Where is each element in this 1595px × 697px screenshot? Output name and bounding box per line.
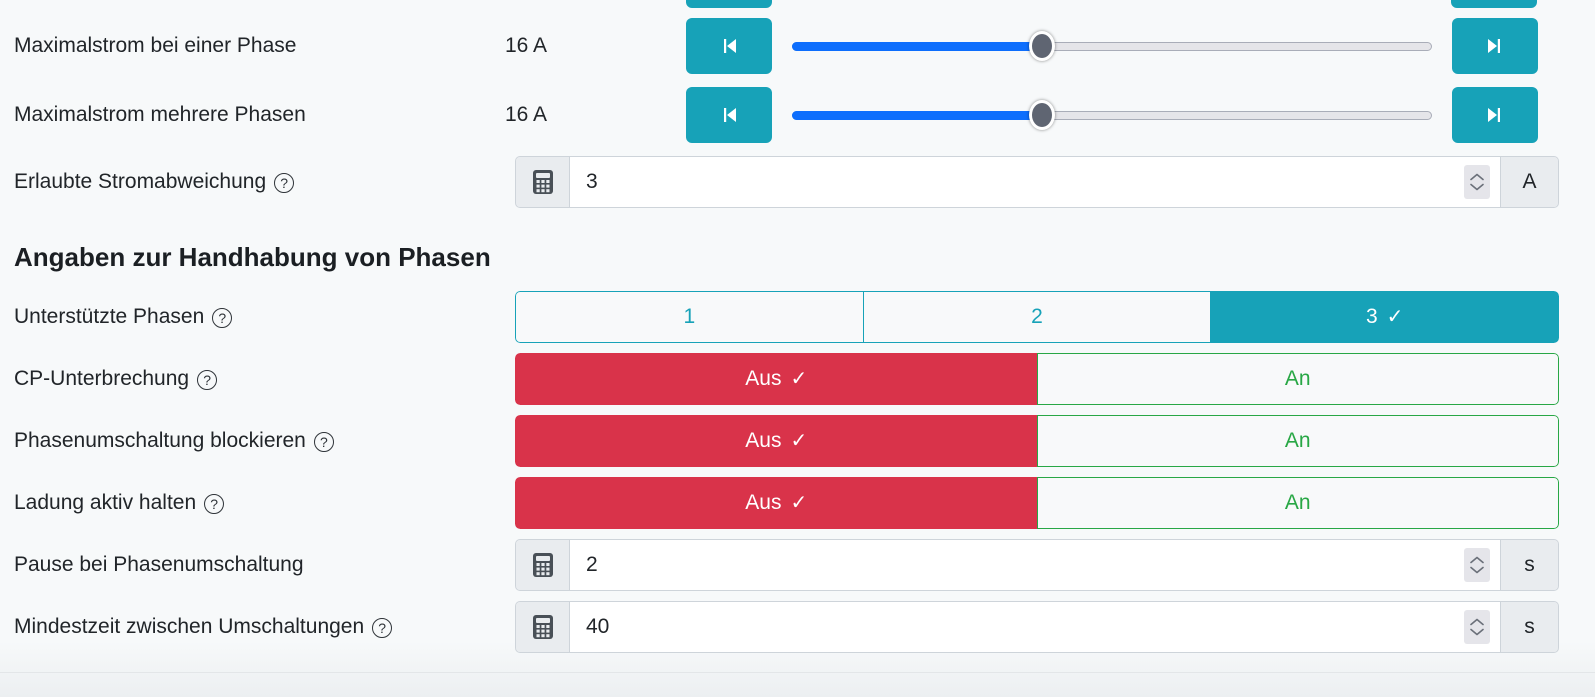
value-max-current-multi-phase: 16 A — [505, 103, 548, 126]
help-icon[interactable]: ? — [274, 173, 295, 193]
min-time-between-switches-input[interactable] — [586, 615, 1464, 639]
label-text: Pause bei Phasenumschaltung — [14, 553, 304, 577]
block-phase-switching-button-group: Aus ✓ An — [515, 415, 1559, 467]
previous-row-max-button[interactable] — [1451, 0, 1537, 8]
phase-switch-pause-input-group: s — [515, 539, 1559, 591]
check-icon: ✓ — [1386, 306, 1404, 328]
calculator-icon — [516, 540, 570, 590]
label-max-current-multi-phase: Maximalstrom mehrere Phasen — [0, 102, 500, 127]
skip-to-end-icon — [1483, 34, 1507, 58]
option-label: An — [1284, 429, 1311, 452]
allowed-current-deviation-unit: A — [1500, 157, 1558, 207]
calculator-icon — [516, 157, 570, 207]
check-icon: ✓ — [790, 430, 808, 452]
previous-row-min-button[interactable] — [686, 0, 772, 8]
slider-track[interactable] — [792, 31, 1432, 61]
label-cp-interruption: CP-Unterbrechung ? — [0, 366, 500, 391]
row-max-current-multi-phase: Maximalstrom mehrere Phasen 16 A — [0, 87, 1595, 143]
label-min-time-between-switches: Mindestzeit zwischen Umschaltungen ? — [0, 614, 500, 639]
max-current-single-phase-min-button[interactable] — [686, 18, 772, 74]
phase-switch-pause-field[interactable] — [570, 540, 1500, 590]
label-supported-phases: Unterstützte Phasen ? — [0, 304, 500, 329]
label-text: Maximalstrom bei einer Phase — [14, 34, 297, 58]
slider-track[interactable] — [792, 100, 1432, 130]
option-label: 1 — [683, 305, 696, 328]
allowed-current-deviation-input[interactable] — [586, 170, 1464, 194]
cp-interruption-option-off[interactable]: Aus ✓ — [515, 353, 1037, 405]
help-icon[interactable]: ? — [212, 308, 233, 328]
block-phase-switching-option-off[interactable]: Aus ✓ — [515, 415, 1037, 467]
max-current-single-phase-slider[interactable] — [792, 18, 1432, 74]
row-cp-interruption: CP-Unterbrechung ? Aus ✓ An — [0, 353, 1595, 405]
supported-phases-button-group: 1 2 3 ✓ — [515, 291, 1559, 343]
max-current-multi-phase-slider[interactable] — [792, 87, 1432, 143]
label-text: Maximalstrom mehrere Phasen — [14, 103, 306, 127]
max-current-multi-phase-max-button[interactable] — [1452, 87, 1538, 143]
row-phase-switch-pause: Pause bei Phasenumschaltung — [0, 539, 1595, 591]
skip-to-end-icon — [1483, 103, 1507, 127]
row-supported-phases: Unterstützte Phasen ? 1 2 3 ✓ — [0, 291, 1595, 343]
phase-switch-pause-stepper[interactable] — [1464, 548, 1490, 582]
calculator-icon — [516, 602, 570, 652]
slider-thumb[interactable] — [1028, 31, 1055, 61]
slider-fill — [792, 110, 1041, 120]
help-icon[interactable]: ? — [204, 494, 225, 514]
allowed-current-deviation-field[interactable] — [570, 157, 1500, 207]
label-text: Erlaubte Stromabweichung — [14, 170, 267, 194]
value-max-current-single-phase: 16 A — [505, 34, 548, 57]
max-current-multi-phase-min-button[interactable] — [686, 87, 772, 143]
label-phase-switch-pause: Pause bei Phasenumschaltung — [0, 552, 500, 577]
slider-fill — [792, 41, 1041, 51]
option-label: 2 — [1031, 305, 1043, 328]
label-text: CP-Unterbrechung — [14, 367, 190, 391]
min-time-between-switches-unit: s — [1500, 602, 1558, 652]
supported-phases-option-1[interactable]: 1 — [515, 291, 863, 343]
min-time-between-switches-stepper[interactable] — [1464, 610, 1490, 644]
supported-phases-option-2[interactable]: 2 — [862, 291, 1211, 343]
supported-phases-option-3[interactable]: 3 ✓ — [1210, 291, 1559, 343]
row-min-time-between-switches: Mindestzeit zwischen Umschaltungen ? — [0, 601, 1595, 653]
label-keep-charging-active: Ladung aktiv halten ? — [0, 490, 500, 515]
phase-switch-pause-input[interactable] — [586, 553, 1464, 577]
label-text: Ladung aktiv halten — [14, 491, 197, 515]
check-icon: ✓ — [790, 492, 808, 514]
keep-charging-active-button-group: Aus ✓ An — [515, 477, 1559, 529]
allowed-current-deviation-input-group: A — [515, 156, 1559, 208]
row-block-phase-switching: Phasenumschaltung blockieren ? Aus ✓ An — [0, 415, 1595, 467]
help-icon[interactable]: ? — [313, 432, 334, 452]
keep-charging-active-option-off[interactable]: Aus ✓ — [515, 477, 1037, 529]
row-max-current-single-phase: Maximalstrom bei einer Phase 16 A — [0, 18, 1595, 74]
page-section-title: Angaben zur Handhabung von Phasen — [14, 242, 491, 272]
option-label: 3 — [1365, 305, 1378, 328]
label-allowed-current-deviation: Erlaubte Stromabweichung ? — [0, 169, 500, 194]
row-allowed-current-deviation: Erlaubte Stromabweichung ? — [0, 156, 1595, 208]
option-label: Aus — [745, 367, 782, 390]
help-icon[interactable]: ? — [372, 618, 393, 638]
cp-interruption-option-on[interactable]: An — [1036, 353, 1559, 405]
option-label: An — [1284, 491, 1311, 514]
max-current-single-phase-max-button[interactable] — [1452, 18, 1538, 74]
cp-interruption-button-group: Aus ✓ An — [515, 353, 1559, 405]
label-text: Phasenumschaltung blockieren — [14, 429, 306, 453]
bottom-divider — [0, 672, 1595, 673]
block-phase-switching-option-on[interactable]: An — [1036, 415, 1559, 467]
label-block-phase-switching: Phasenumschaltung blockieren ? — [0, 428, 500, 453]
label-text: Mindestzeit zwischen Umschaltungen — [14, 615, 365, 639]
option-label: An — [1284, 367, 1311, 390]
keep-charging-active-option-on[interactable]: An — [1036, 477, 1559, 529]
allowed-current-deviation-stepper[interactable] — [1464, 165, 1490, 199]
row-keep-charging-active: Ladung aktiv halten ? Aus ✓ An — [0, 477, 1595, 529]
min-time-between-switches-field[interactable] — [570, 602, 1500, 652]
help-icon[interactable]: ? — [197, 370, 218, 390]
check-icon: ✓ — [790, 368, 808, 390]
option-label: Aus — [745, 491, 782, 514]
label-text: Unterstützte Phasen — [14, 305, 205, 329]
option-label: Aus — [745, 429, 782, 452]
phase-switch-pause-unit: s — [1500, 540, 1558, 590]
min-time-between-switches-input-group: s — [515, 601, 1559, 653]
label-max-current-single-phase: Maximalstrom bei einer Phase — [0, 33, 500, 58]
slider-thumb[interactable] — [1028, 100, 1055, 130]
skip-to-start-icon — [717, 103, 741, 127]
skip-to-start-icon — [717, 34, 741, 58]
